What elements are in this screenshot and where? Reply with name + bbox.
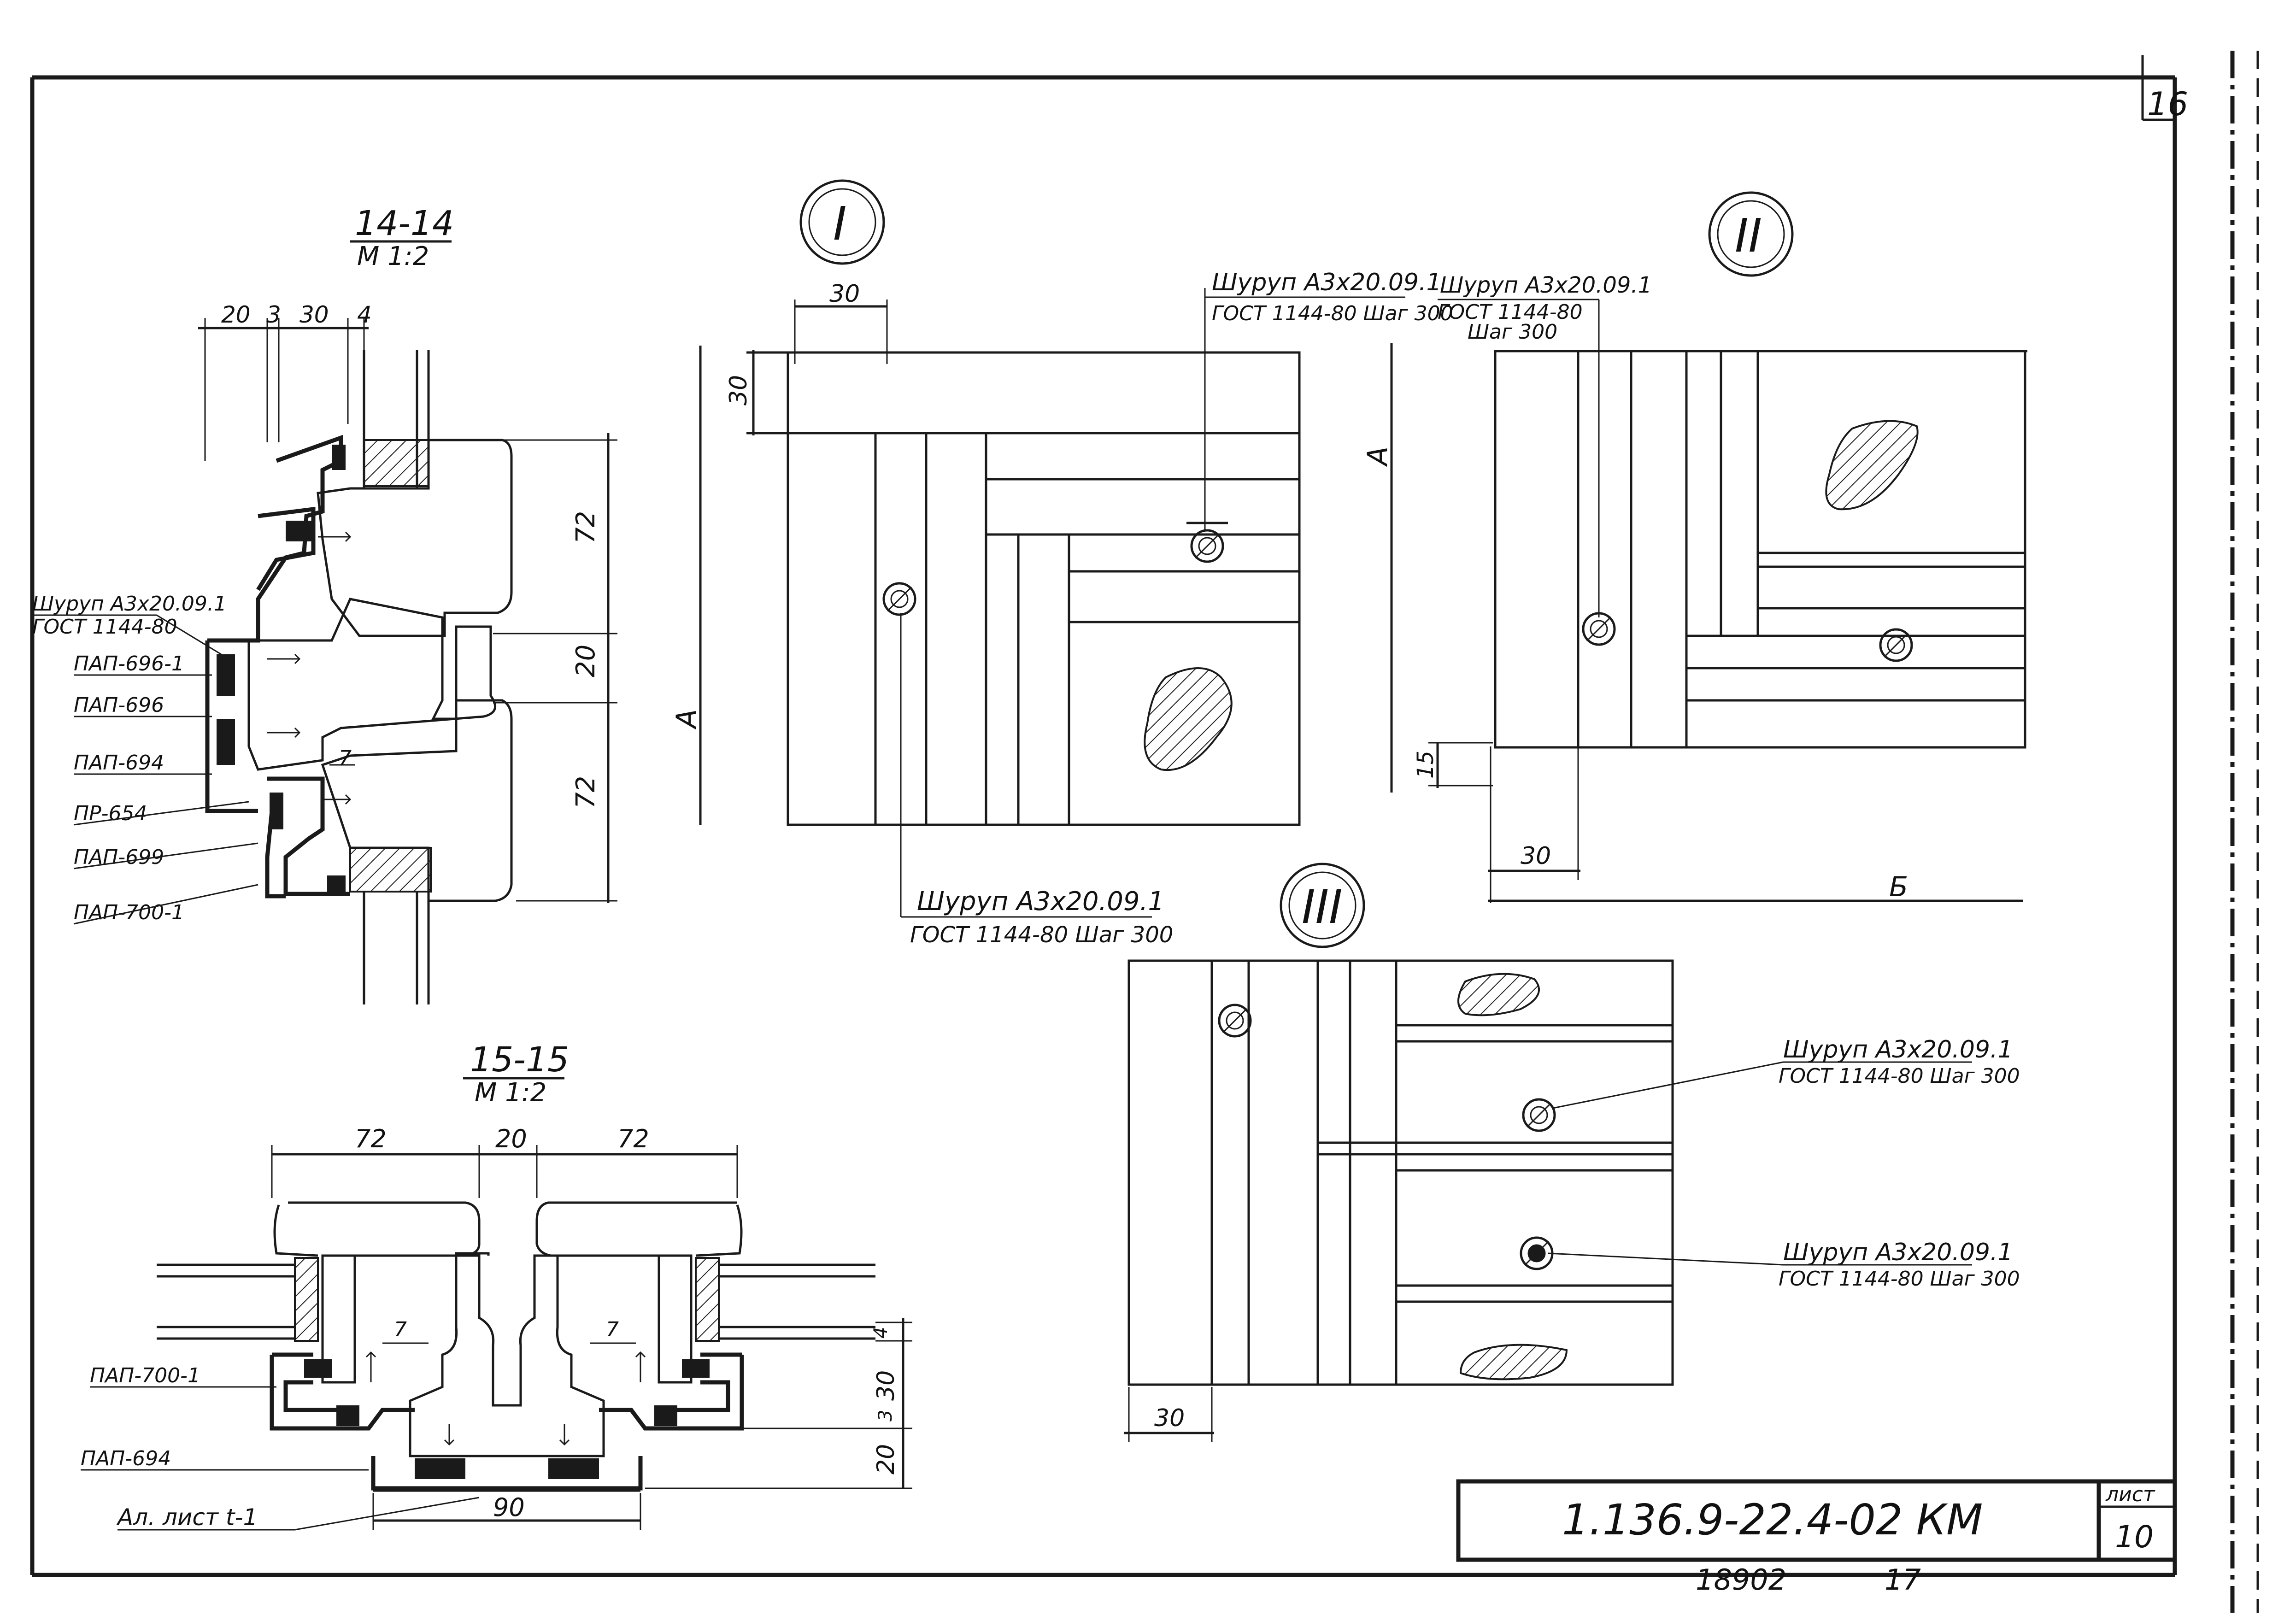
label-15-pap694: ПАП-694: [81, 1447, 171, 1470]
node-1: I 30 30 А Шуруп А3х20.09.1 ГОСТ 114: [670, 179, 1453, 948]
screw-symbol-icon: [884, 583, 915, 615]
node-2: II А 15 30 Б Шуруп А3х20.09.1: [1362, 191, 2027, 903]
screw-symbol-icon: [1583, 613, 1615, 645]
title-block: [1456, 1479, 2177, 1562]
label-15-pap700-1: ПАП-700-1: [90, 1364, 200, 1387]
dim-15-right-2: 3: [875, 1410, 896, 1421]
dim-14-top-1: 20: [221, 301, 251, 328]
section-15-scale: М 1:2: [475, 1078, 546, 1108]
node-marker-icon: [1280, 863, 1365, 948]
node-2-axis-label-b: Б: [1889, 871, 1908, 903]
hatched-section-icon: [1459, 1344, 1568, 1380]
sheet-corner-number: 16: [2147, 85, 2188, 123]
label-14-pr654: ПР-654: [74, 802, 147, 825]
sheet-number: 10: [2115, 1519, 2154, 1555]
label-14-screw-2: ГОСТ 1144-80: [32, 615, 177, 639]
node-1-dim-side: 30: [725, 375, 752, 405]
screw-symbol-icon: [1219, 1005, 1251, 1036]
dim-14-right-1: 72: [571, 511, 601, 544]
dim-15-right-4: 20: [872, 1444, 900, 1474]
dim-15-small-right: 7: [606, 1318, 619, 1341]
dim-15-top-3: 72: [617, 1124, 649, 1153]
dim-15-top-2: 20: [495, 1124, 527, 1153]
label-15-al-sheet: Ал. лист t-1: [116, 1504, 258, 1531]
node-3-screw-b-1: Шуруп А3х20.09.1: [1783, 1239, 2013, 1266]
label-14-screw-1: Шуруп А3х20.09.1: [32, 592, 227, 616]
node-1-dim-top: 30: [829, 280, 860, 308]
hatched-section-icon: [1144, 667, 1233, 771]
section-14-title: 14-14: [355, 204, 454, 243]
section-14-14: 14-14 М 1:2 20 3 30 4: [32, 204, 617, 1004]
node-1-screw-top-1: Шуруп А3х20.09.1: [1212, 269, 1442, 296]
hatched-section-icon: [1457, 973, 1540, 1016]
node-1-screw-bottom-2: ГОСТ 1144-80 Шаг 300: [910, 922, 1173, 948]
label-14-pap696: ПАП-696: [74, 693, 164, 717]
node-marker-icon: [1708, 191, 1794, 277]
node-2-screw-2: ГОСТ 1144-80: [1438, 300, 1583, 324]
node-3-dim-bottom: 30: [1154, 1404, 1185, 1432]
hatched-section-icon: [1825, 420, 1919, 511]
node-2-screw-1: Шуруп А3х20.09.1: [1440, 272, 1652, 298]
screw-symbol-icon: [1523, 1099, 1555, 1131]
label-14-pap694: ПАП-694: [74, 751, 164, 775]
node-1-marker: I: [833, 197, 847, 251]
node-2-screw-3: Шаг 300: [1468, 320, 1557, 344]
screw-symbol-icon: [1880, 629, 1912, 661]
label-14-pap699: ПАП-699: [74, 846, 164, 869]
section-15-title: 15-15: [470, 1040, 569, 1080]
dim-15-bottom: 90: [493, 1493, 525, 1522]
node-2-marker: II: [1735, 209, 1762, 263]
dim-15-right-1: 4: [870, 1327, 892, 1339]
copy-number: 17: [1885, 1563, 1921, 1597]
node-1-axis-label: А: [670, 709, 703, 730]
node-1-screw-top-2: ГОСТ 1144-80 Шаг 300: [1212, 302, 1453, 325]
label-14-pap696-1: ПАП-696-1: [74, 652, 184, 675]
section-15-15: 15-15 М 1:2 72 20 72: [81, 1040, 912, 1531]
dim-14-small: 7: [339, 746, 352, 770]
node-2-dim-side: 15: [1413, 751, 1439, 779]
dim-15-top-1: 72: [355, 1124, 387, 1153]
dim-14-top-3: 30: [299, 301, 329, 328]
node-3-marker: III: [1302, 880, 1342, 934]
sheet-label: лист: [2105, 1483, 2155, 1506]
node-2-dim-bottom: 30: [1521, 842, 1551, 870]
node-3: III 30 Шуруп А3х20.09.1 ГОСТ 1144-80 Шаг…: [1124, 863, 2020, 1442]
dim-14-top-2: 3: [266, 301, 281, 328]
dim-14-right-2: 20: [571, 645, 601, 677]
dim-15-small-left: 7: [394, 1318, 407, 1341]
node-2-axis-label-a: А: [1362, 446, 1394, 467]
archive-number: 18902: [1696, 1563, 1786, 1597]
node-3-screw-a-2: ГОСТ 1144-80 Шаг 300: [1779, 1064, 2020, 1088]
section-14-scale: М 1:2: [357, 241, 429, 271]
node-1-screw-bottom-1: Шуруп А3х20.09.1: [917, 887, 1164, 916]
dim-14-top-4: 4: [357, 301, 372, 328]
node-3-screw-a-1: Шуруп А3х20.09.1: [1783, 1036, 2013, 1063]
designation: 1.136.9-22.4-02 КМ: [1562, 1495, 1983, 1545]
dim-14-right-3: 72: [571, 776, 601, 809]
node-3-screw-b-2: ГОСТ 1144-80 Шаг 300: [1779, 1267, 2020, 1291]
dim-15-right-3: 30: [872, 1370, 900, 1401]
sheet-frame: [30, 51, 2259, 1613]
node-marker-icon: [799, 179, 885, 265]
